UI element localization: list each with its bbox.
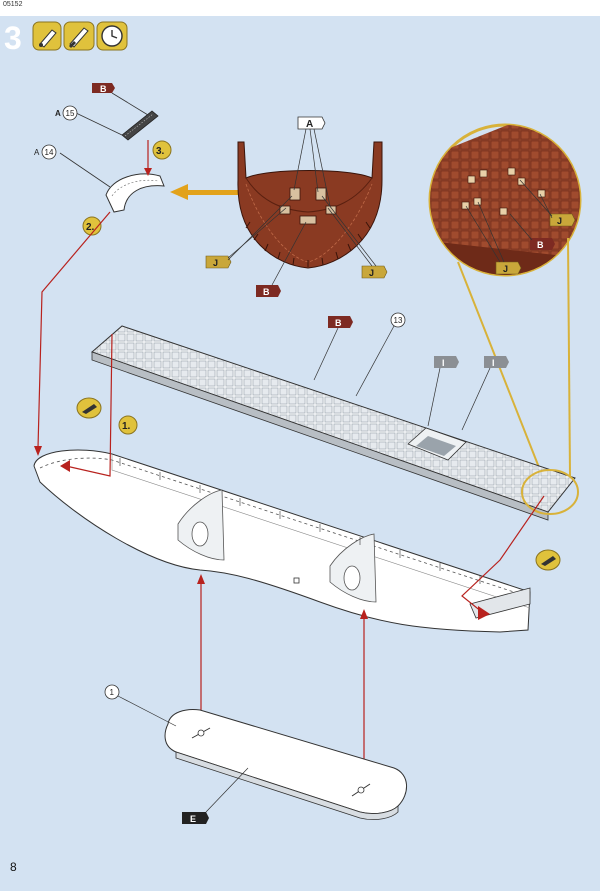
- svg-text:J: J: [369, 268, 374, 278]
- bow-section-brown: [237, 141, 383, 269]
- part-15-grille: [75, 110, 159, 141]
- svg-text:A: A: [34, 148, 40, 157]
- direction-arrow: [170, 184, 244, 200]
- step-1-badge: 1.: [118, 415, 138, 435]
- flag-b-part15: B: [92, 83, 149, 116]
- svg-text:A: A: [55, 109, 61, 118]
- svg-text:J: J: [503, 264, 508, 274]
- svg-text:B: B: [263, 287, 270, 297]
- callout-a15: A 15: [55, 105, 78, 121]
- svg-text:13: 13: [394, 316, 403, 325]
- flag-e: E: [182, 767, 249, 824]
- step-2-badge: 2.: [82, 216, 102, 236]
- clock-icon: [96, 21, 128, 51]
- flag-i-left: I: [427, 356, 459, 427]
- flag-j-bow-right: J: [321, 195, 388, 279]
- svg-text:2.: 2.: [86, 222, 95, 233]
- flag-b-mag: B: [509, 213, 555, 250]
- glue-indicator-left: [76, 397, 102, 419]
- hull-white: [33, 449, 531, 633]
- flag-j-bow-left: J: [205, 195, 293, 269]
- magnified-detail: J B J: [428, 123, 582, 477]
- svg-text:15: 15: [66, 109, 75, 118]
- flag-b-deck: B: [313, 316, 353, 381]
- flag-b-bow: B: [256, 221, 307, 297]
- callout-1: 1: [104, 684, 177, 727]
- svg-text:1.: 1.: [122, 421, 131, 432]
- svg-text:1: 1: [110, 688, 115, 697]
- svg-text:E: E: [190, 814, 196, 824]
- page-number: 8: [10, 860, 17, 874]
- flag-b-text: B: [100, 84, 107, 94]
- svg-text:J: J: [213, 258, 218, 268]
- step-number: 3: [4, 20, 22, 56]
- step-3-badge: 3.: [152, 140, 172, 160]
- document-code: 05152: [3, 1, 23, 8]
- svg-text:J: J: [557, 216, 562, 226]
- paint-brush-icon: [63, 21, 95, 51]
- stand-base: [164, 709, 407, 820]
- svg-text:14: 14: [45, 148, 54, 157]
- detail-indicator: [521, 469, 579, 515]
- assembly-arrows: [37, 211, 545, 770]
- svg-text:I: I: [442, 358, 445, 368]
- deck-part-13: [91, 325, 576, 521]
- svg-text:B: B: [537, 240, 544, 250]
- flag-j-mag-upper: J: [519, 179, 576, 227]
- callout-a14: A 14: [34, 144, 57, 160]
- glue-tube-icon: [32, 21, 62, 51]
- flag-i-right: I: [461, 356, 509, 431]
- flag-a-bow: A: [293, 116, 331, 207]
- svg-text:B: B: [335, 318, 342, 328]
- arrow-heads: [34, 446, 490, 620]
- svg-text:I: I: [492, 358, 495, 368]
- svg-text:3.: 3.: [156, 146, 165, 157]
- part-14-curved: [59, 152, 165, 213]
- glue-indicator-right: [535, 549, 561, 571]
- callout-13: 13: [355, 312, 406, 397]
- svg-text:A: A: [306, 119, 313, 130]
- flag-j-mag-lower: J: [465, 201, 522, 275]
